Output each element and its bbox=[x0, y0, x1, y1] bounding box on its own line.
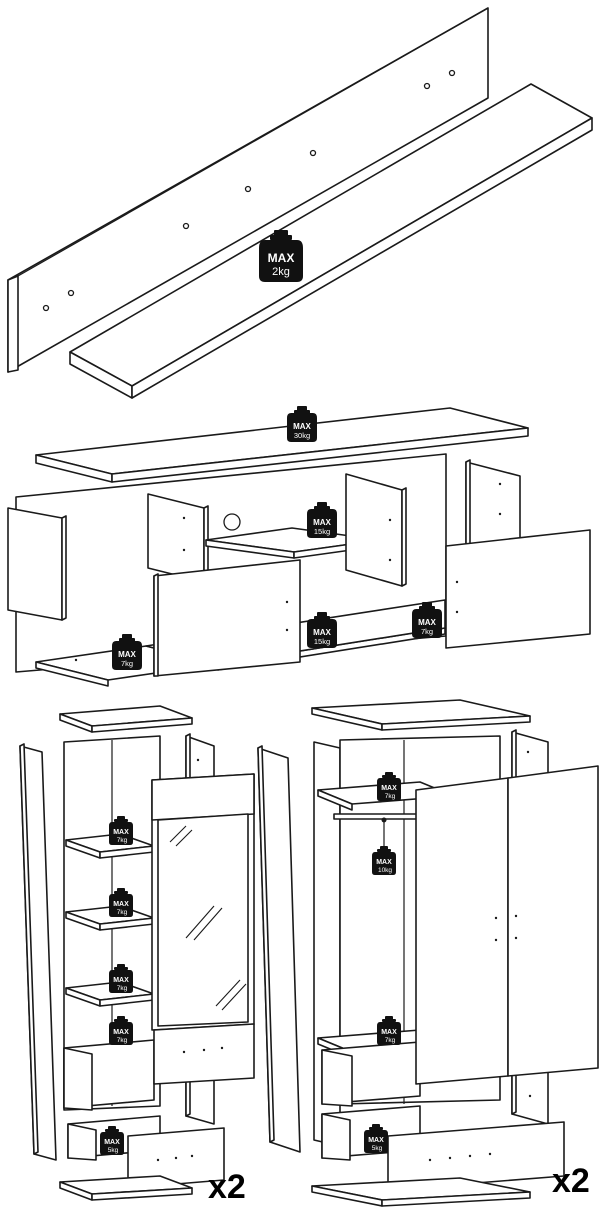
weight-value: 7kg bbox=[385, 1037, 396, 1044]
quantity-left-cabinet: x2 bbox=[208, 1168, 246, 1206]
weight-badge-left-shelf-1: MAX 7kg bbox=[109, 816, 133, 845]
wardrobe-door-right bbox=[507, 765, 599, 1077]
weight-max-label: MAX bbox=[381, 785, 397, 792]
weight-max-label: MAX bbox=[113, 1029, 129, 1036]
right-wardrobe-group bbox=[311, 699, 599, 1207]
weight-badge-tv-top: MAX 30kg bbox=[287, 406, 317, 442]
wall-shelf-group bbox=[7, 7, 593, 399]
left-cabinet-group bbox=[19, 705, 301, 1201]
wardrobe-rail bbox=[333, 813, 423, 820]
wardrobe-door-left bbox=[415, 777, 509, 1085]
weight-value: 2kg bbox=[272, 266, 290, 278]
weight-value: 7kg bbox=[421, 627, 433, 636]
weight-value: 15kg bbox=[314, 637, 330, 646]
weight-badge-wardrobe-lower: MAX 7kg bbox=[377, 1016, 401, 1045]
weight-max-label: MAX bbox=[268, 251, 295, 265]
weight-max-label: MAX bbox=[113, 977, 129, 984]
weight-value: 10kg bbox=[378, 867, 392, 874]
tv-left-door bbox=[153, 559, 301, 677]
tv-divider-right bbox=[345, 473, 403, 587]
weight-badge-wall-shelf: MAX 2kg bbox=[259, 230, 303, 282]
weight-badge-wardrobe-top: MAX 7kg bbox=[377, 772, 401, 801]
weight-max-label: MAX bbox=[293, 422, 311, 431]
weight-value: 7kg bbox=[385, 793, 396, 800]
weight-max-label: MAX bbox=[113, 829, 129, 836]
wardrobe-lower-front bbox=[387, 1121, 565, 1191]
weight-max-label: MAX bbox=[118, 650, 136, 659]
weight-badge-left-shelf-3: MAX 7kg bbox=[109, 964, 133, 993]
weight-value: 7kg bbox=[121, 659, 133, 668]
tv-divider-left bbox=[147, 493, 205, 583]
weight-max-label: MAX bbox=[368, 1137, 384, 1144]
weight-value: 7kg bbox=[117, 909, 128, 916]
tv-left-side bbox=[7, 507, 63, 621]
weight-badge-left-shelf-2: MAX 7kg bbox=[109, 888, 133, 917]
weight-value: 15kg bbox=[314, 527, 330, 536]
weight-badge-wardrobe-drawer: MAX 5kg bbox=[364, 1124, 388, 1153]
tv-unit-group bbox=[7, 407, 591, 687]
weight-badge-tv-bottom-left: MAX 7kg bbox=[112, 634, 142, 670]
weight-value: 7kg bbox=[117, 1037, 128, 1044]
weight-max-label: MAX bbox=[104, 1139, 120, 1146]
weight-value: 5kg bbox=[108, 1147, 119, 1154]
weight-max-label: MAX bbox=[313, 518, 331, 527]
weight-value: 7kg bbox=[117, 837, 128, 844]
weight-value: 30kg bbox=[294, 431, 310, 440]
weight-badge-tv-bottom-right: MAX 7kg bbox=[412, 602, 442, 638]
weight-badge-wardrobe-rail: MAX 10kg bbox=[372, 846, 396, 875]
weight-value: 5kg bbox=[372, 1145, 383, 1152]
weight-max-label: MAX bbox=[376, 859, 392, 866]
weight-max-label: MAX bbox=[313, 628, 331, 637]
quantity-right-wardrobe: x2 bbox=[552, 1162, 590, 1200]
weight-badge-tv-bottom-center: MAX 15kg bbox=[307, 612, 337, 648]
weight-max-label: MAX bbox=[381, 1029, 397, 1036]
weight-value: 7kg bbox=[117, 985, 128, 992]
tv-right-door bbox=[445, 529, 591, 649]
weight-badge-tv-middle: MAX 15kg bbox=[307, 502, 337, 538]
weight-badge-left-shelf-4: MAX 7kg bbox=[109, 1016, 133, 1045]
weight-max-label: MAX bbox=[418, 618, 436, 627]
weight-badge-left-drawer: MAX 5kg bbox=[100, 1126, 124, 1155]
weight-max-label: MAX bbox=[113, 901, 129, 908]
left-cabinet-drawer-front bbox=[153, 1023, 255, 1085]
